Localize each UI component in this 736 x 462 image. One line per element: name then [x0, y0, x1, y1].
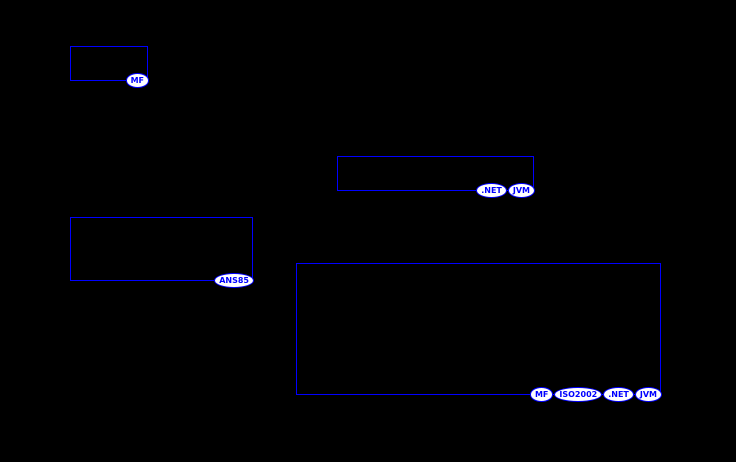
dialect-badge-mf: MF [125, 73, 149, 88]
dialect-box-mf: MF [70, 46, 149, 88]
dialect-badge-jvm: JVM [634, 387, 662, 402]
dialect-badge-mf: MF [529, 387, 554, 402]
dialect-badge-net: .NET [603, 387, 634, 402]
dialect-box-mf-badge-row: MF [125, 73, 149, 88]
dialect-box-ans85: ANS85 [70, 217, 254, 288]
dialect-badge-net: .NET [476, 183, 507, 198]
dialect-box-ans85-badge-row: ANS85 [214, 273, 254, 288]
dialect-badge-jvm: JVM [507, 183, 535, 198]
dialect-badge-iso2002: ISO2002 [554, 387, 603, 402]
dialect-badge-ans85: ANS85 [214, 273, 254, 288]
